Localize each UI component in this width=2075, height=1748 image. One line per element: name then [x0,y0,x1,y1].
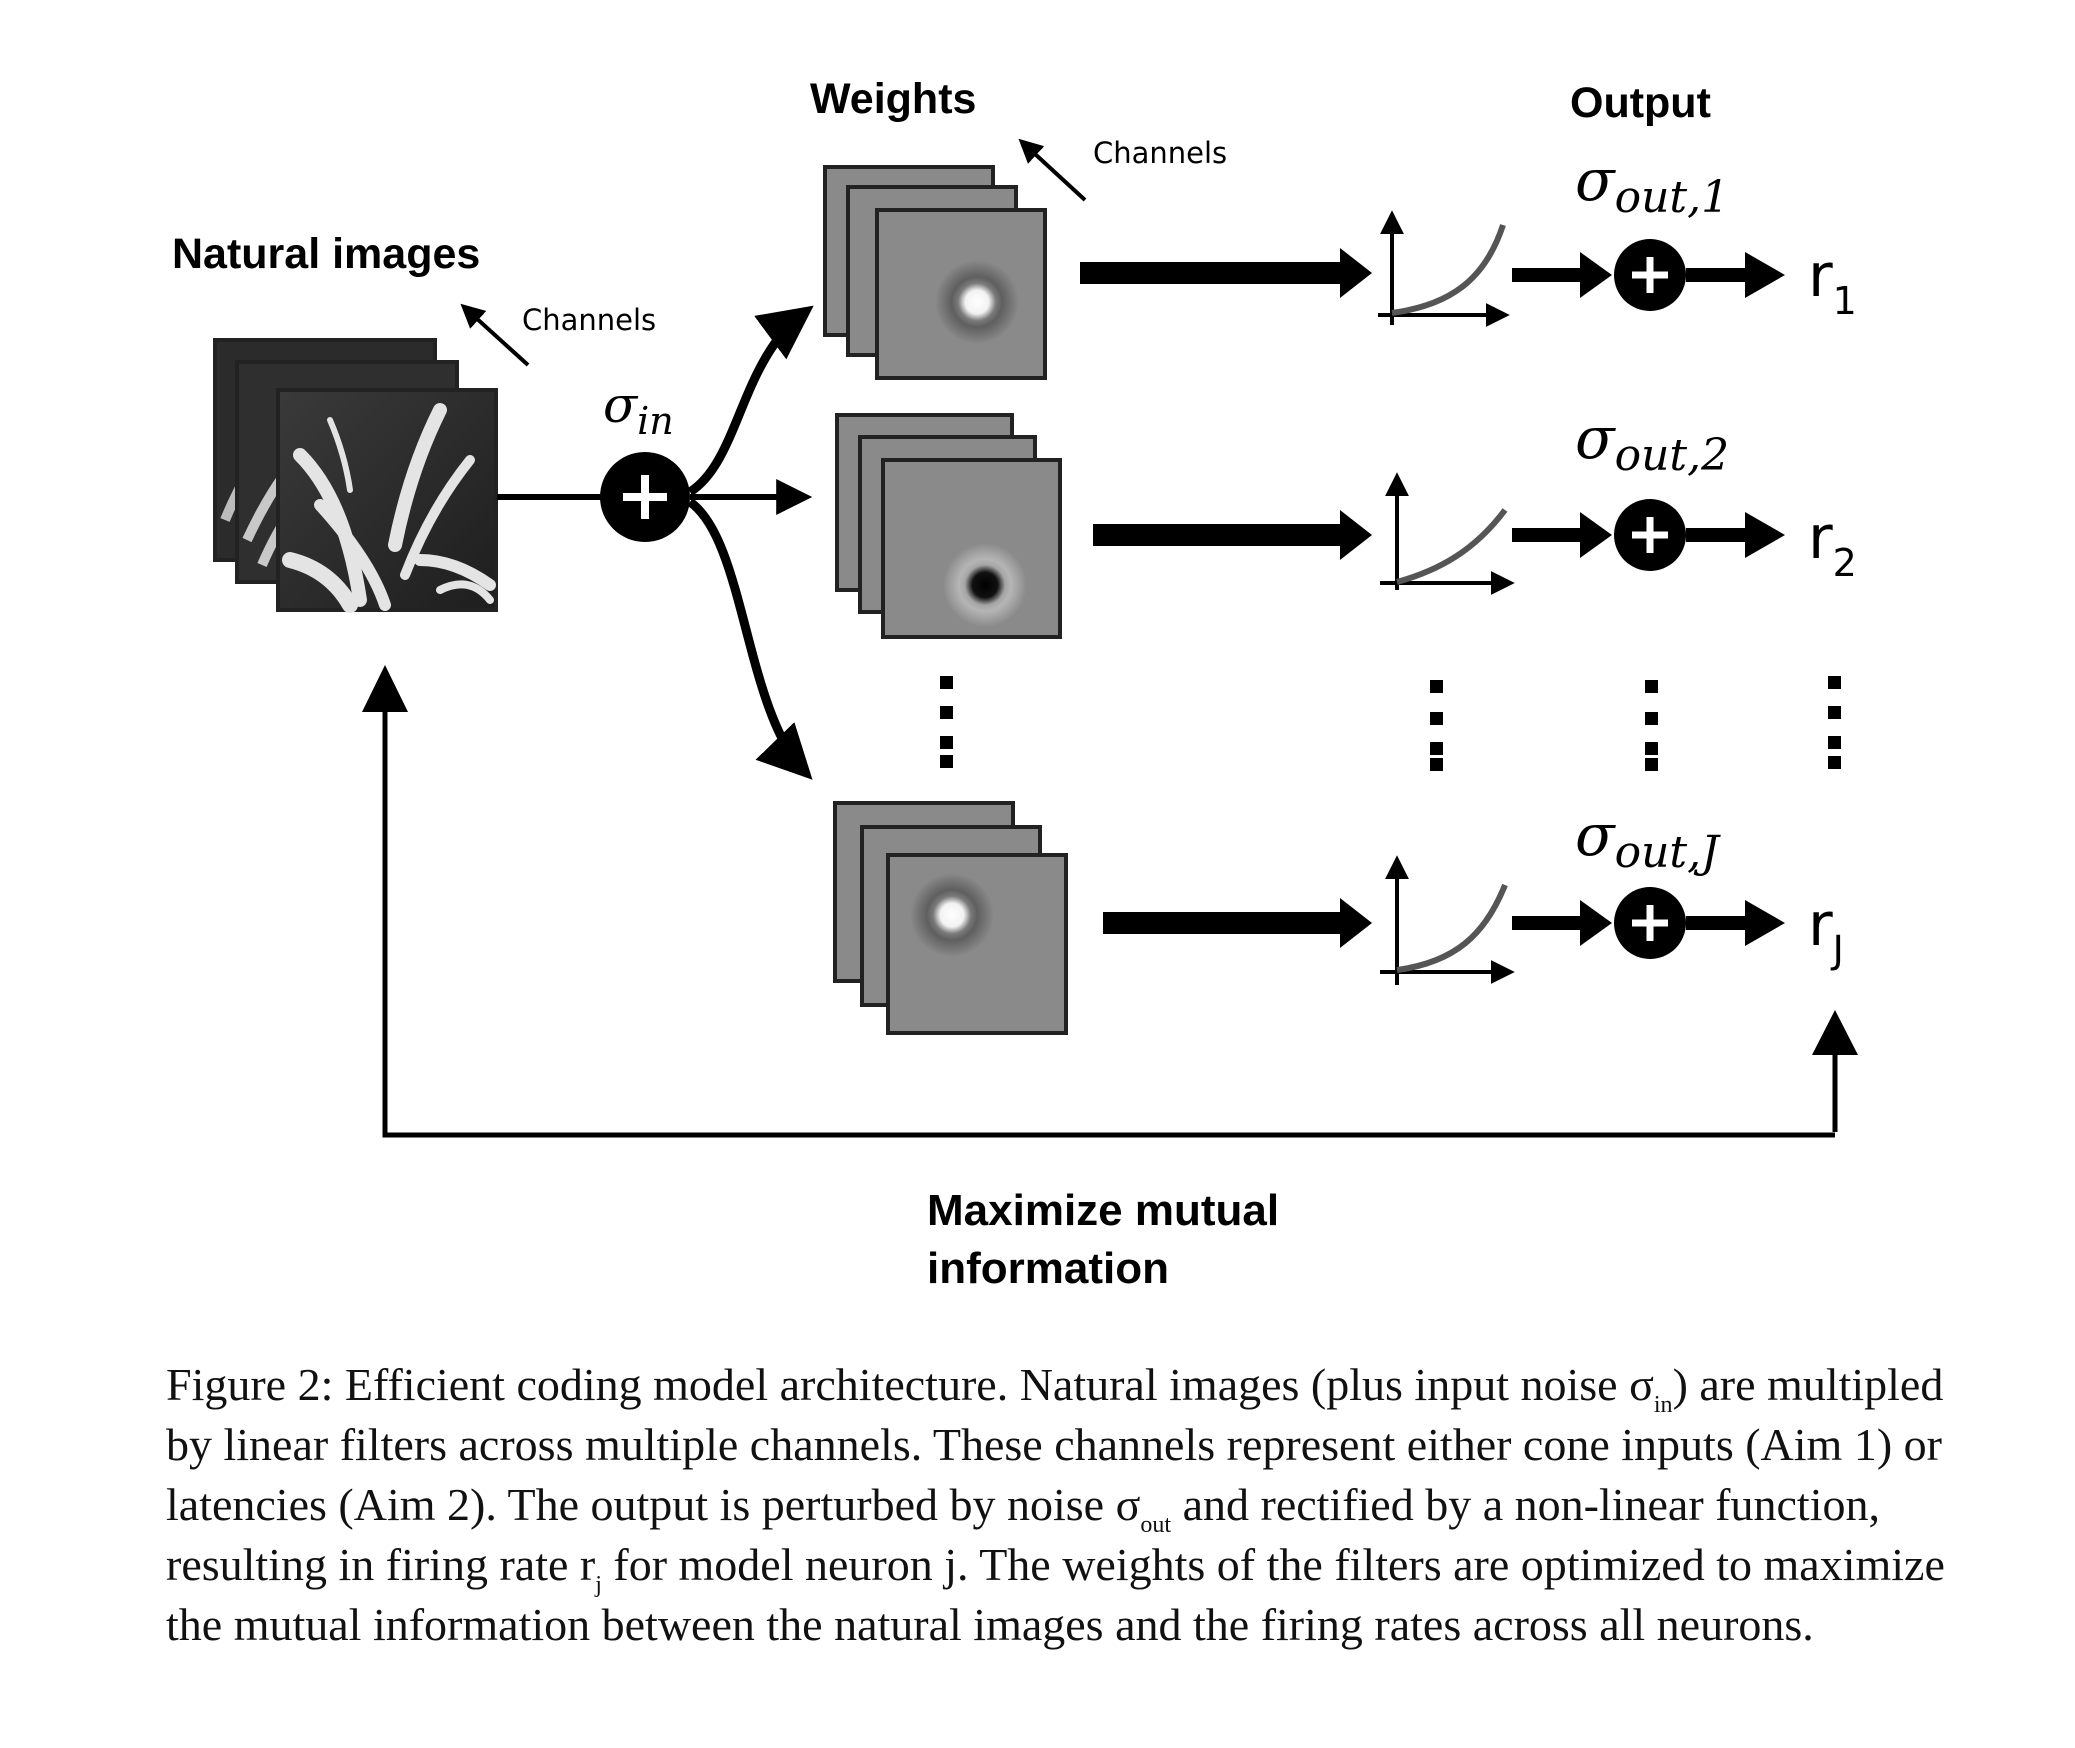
channels-label-input: Channels [522,303,656,337]
off-center-filter [943,543,1027,627]
weight-filter-stack-j [833,801,1068,1035]
on-center-filter [935,260,1019,344]
branch-arrow-top [687,305,814,496]
sigma-in-label: σin [603,376,674,443]
nonlinearity-curve-j [1396,883,1508,973]
feedback-loop [362,665,1858,1138]
channels-label-weights: Channels [1093,136,1227,170]
weight-filter-stack-2 [835,413,1062,639]
ellipsis-outputs [1430,676,1841,771]
caption-text-3: and rectified by a non-linear function, … [166,1479,1880,1590]
on-center-filter-j [910,873,994,957]
weights-label: Weights [810,75,976,123]
feedback-label-line1: Maximize mutual [927,1186,1279,1235]
natural-images-stack [213,338,498,613]
output-row-1 [1080,210,1785,327]
feedback-label-line2: information [927,1244,1169,1293]
nonlinearity-curve-1 [1391,224,1506,316]
caption-text-4: for model neuron j. The weights of the f… [166,1539,1945,1650]
output-row-2 [1093,472,1785,595]
caption-sub-j: j [595,1572,602,1598]
channels-arrow [460,303,530,367]
nonlinearity-curve-2 [1396,508,1508,585]
caption-text-1: Figure 2: Efficient coding model archite… [166,1359,1654,1410]
caption-sub-in: in [1653,1392,1673,1418]
sigma-out-1-label: σout,1 [1575,146,1729,223]
channels-arrow-weights [1018,138,1087,202]
output-row-j [1103,855,1785,985]
natural-image [276,388,498,612]
r-j-label: rJ [1808,890,1844,972]
r-2-label: r2 [1808,503,1857,585]
caption-sub-out: out [1140,1512,1172,1538]
figure-caption: Figure 2: Efficient coding model archite… [166,1355,1986,1655]
r-1-label: r1 [1808,241,1857,323]
output-label: Output [1570,79,1711,127]
weight-filter-stack-1 [823,165,1047,380]
ellipsis-filters [940,676,953,768]
caption-text-2: ) are multipled by linear filters across… [166,1359,1944,1530]
input-noise-adder [600,452,690,542]
sigma-out-2-label: σout,2 [1575,404,1729,481]
branch-arrow-bottom [687,498,813,780]
sigma-out-j-label: σout,J [1575,801,1721,878]
natural-images-label: Natural images [172,230,480,278]
